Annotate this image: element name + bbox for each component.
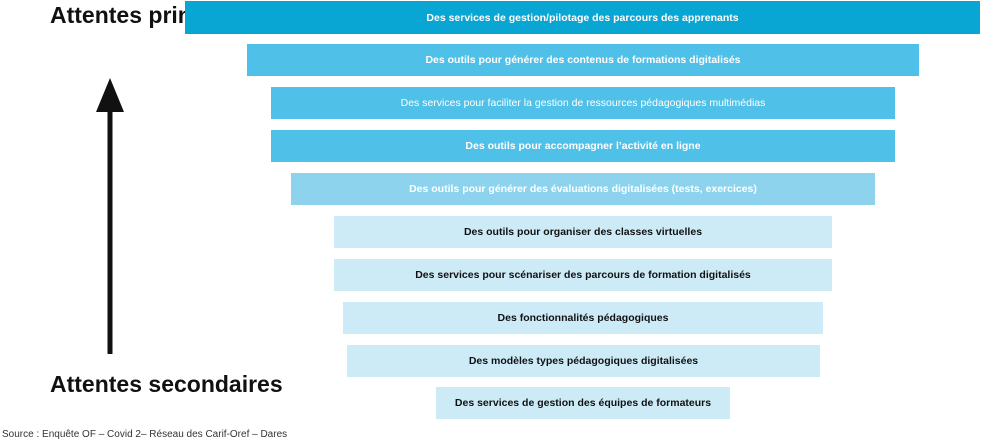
priority-arrow-icon — [96, 78, 124, 354]
expectation-bar-label: Des fonctionnalités pédagogiques — [497, 312, 669, 324]
expectation-bar-1: Des services de gestion/pilotage des par… — [185, 1, 980, 34]
expectation-bar-7: Des services pour scénariser des parcour… — [334, 259, 832, 291]
expectation-bar-label: Des services de gestion des équipes de f… — [454, 397, 712, 409]
expectation-bar-9: Des modèles types pédagogiques digitalis… — [347, 345, 820, 377]
expectation-bar-label: Des outils pour organiser des classes vi… — [463, 226, 703, 238]
expectation-bar-label: Des services pour scénariser des parcour… — [415, 269, 751, 281]
expectation-bar-2: Des outils pour générer des contenus de … — [247, 44, 919, 76]
bottom-label: Attentes secondaires — [50, 372, 283, 397]
expectation-bar-8: Des fonctionnalités pédagogiques — [343, 302, 823, 334]
expectation-bar-3: Des services pour faciliter la gestion d… — [271, 87, 895, 119]
expectation-bar-label: Des modèles types pédagogiques digitalis… — [468, 355, 699, 367]
expectation-bar-4: Des outils pour accompagner l’activité e… — [271, 130, 895, 162]
expectation-bar-6: Des outils pour organiser des classes vi… — [334, 216, 832, 248]
expectation-bar-label: Des outils pour accompagner l’activité e… — [465, 140, 701, 152]
source-note: Source : Enquête OF – Covid 2– Réseau de… — [2, 429, 288, 440]
expectation-bar-label: Des outils pour générer des évaluations … — [409, 183, 757, 195]
expectation-bar-label: Des outils pour générer des contenus de … — [425, 54, 741, 66]
expectation-bar-5: Des outils pour générer des évaluations … — [291, 173, 875, 205]
expectation-bar-10: Des services de gestion des équipes de f… — [436, 387, 730, 419]
bottom-label-text: Attentes secondaires — [50, 371, 283, 397]
expectation-bar-label: Des services de gestion/pilotage des par… — [426, 11, 739, 24]
arrow-head — [96, 78, 124, 112]
top-label: Attentes principales — [50, 3, 270, 28]
expectation-bar-label: Des services pour faciliter la gestion d… — [400, 97, 766, 109]
